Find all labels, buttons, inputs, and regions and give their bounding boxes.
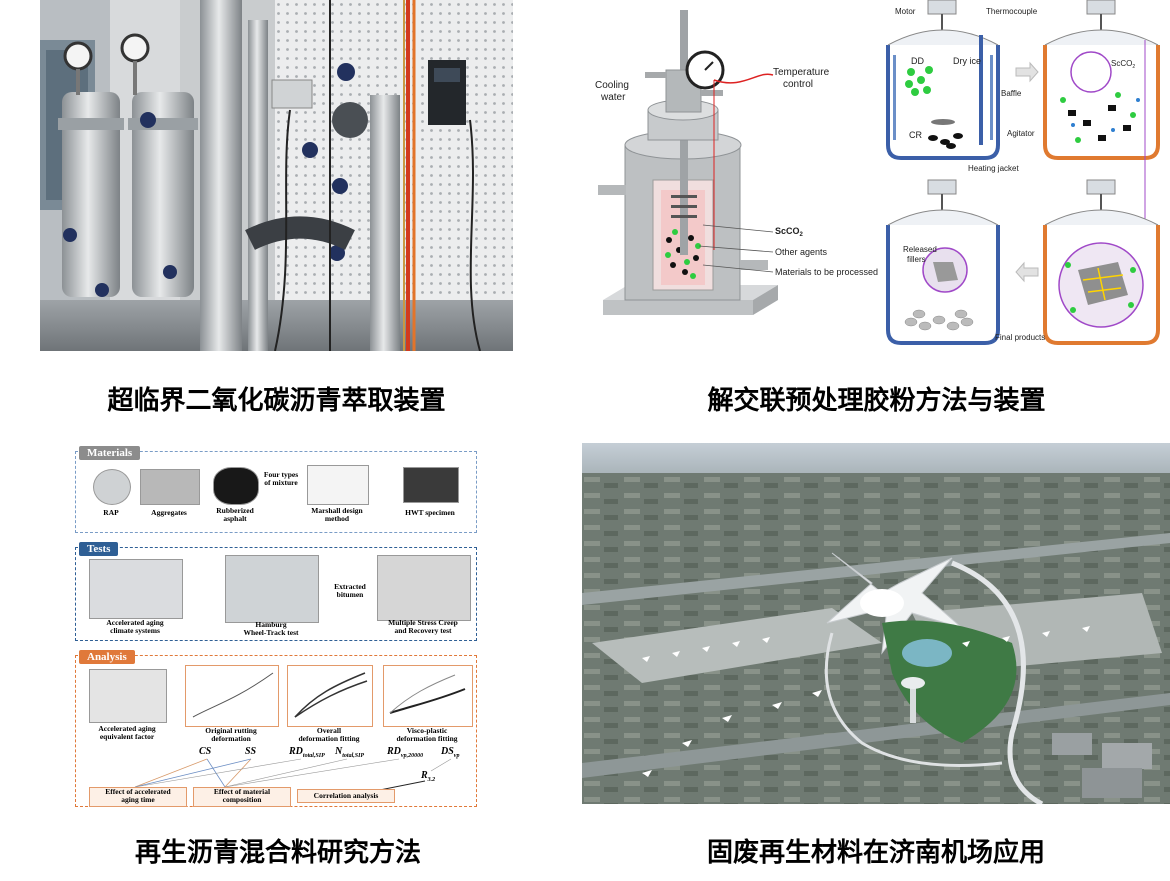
rubberized-asphalt-image [213, 467, 259, 505]
aging-chamber-image [89, 559, 183, 619]
dd-label: DD [911, 56, 924, 66]
baffle-label: Baffle [1001, 89, 1022, 98]
hwt-label: HWT specimen [405, 508, 455, 517]
heating-jacket-label: Heating jacket [968, 164, 1019, 173]
cr-label: CR [909, 130, 922, 140]
aggregates-image [140, 469, 200, 505]
rd-total-symbol: RDtotal,SIP [289, 746, 325, 759]
odf-label-1: Overall [316, 726, 342, 735]
motor-label: Motor [895, 7, 916, 16]
ord-label-2: deformation [211, 734, 251, 743]
hamburg-label-2: Wheel-Track test [243, 628, 299, 637]
msc-label-2: and Recovery test [394, 626, 452, 635]
marshall-image [307, 465, 369, 505]
rubberized-label-1: Rubberized [216, 506, 254, 515]
released-label: Released [903, 245, 937, 254]
hamburg-label-1: Hamburg [255, 620, 287, 629]
analysis-curves [192, 672, 466, 718]
materials-label: Materials to be processed [775, 267, 878, 277]
reactor-schematic: Cooling water Temperature control ScCO2 … [583, 0, 883, 351]
airport-rendering [582, 443, 1170, 804]
aef-label-2: equivalent factor [99, 732, 155, 741]
msc-label-1: Multiple Stress Creep [388, 618, 458, 627]
tests-section [75, 547, 477, 641]
marshall-label-1: Marshall design [311, 506, 363, 515]
hamburg-image [225, 555, 319, 623]
aging-label-1: Accelerated aging [106, 618, 164, 627]
scco2-label: ScCO2 [775, 226, 804, 238]
research-method-flowchart: Materials RAP Aggregates Rubberized asph… [75, 443, 481, 810]
scco2-process-label: ScCO2 [1111, 59, 1135, 70]
fillers-label: fillers [907, 255, 926, 264]
rubberized-label-2: asphalt [223, 514, 247, 523]
dry-ice-label: Dry ice [953, 56, 981, 66]
decrosslinking-process-diagram: Motor Thermocouple DD Dry ice Baffle CR … [883, 0, 1170, 351]
ds-vp-symbol: DSvp [441, 746, 460, 759]
ord-plot [185, 665, 279, 727]
extracted-label-2: bitumen [336, 590, 364, 599]
analysis-connectors [134, 758, 452, 792]
thermocouple-label: Thermocouple [986, 7, 1038, 16]
temperature-label: Temperature [773, 67, 830, 78]
rap-image [93, 469, 131, 505]
hwt-image [403, 467, 459, 503]
final-products-label: Final products [995, 333, 1045, 342]
caption-research-method: 再生沥青混合料研究方法 [134, 838, 421, 868]
cs-symbol: CS [199, 746, 212, 757]
other-agents-label: Other agents [775, 247, 828, 257]
ss-symbol: SS [245, 746, 257, 757]
vpd-plot [383, 665, 473, 727]
msc-image [377, 555, 471, 621]
n-total-symbol: Ntotal,SIP [335, 746, 365, 759]
ord-label-1: Original rutting [205, 726, 257, 735]
control-label: control [783, 79, 813, 90]
aggregates-label: Aggregates [151, 508, 187, 517]
agitator-label: Agitator [1007, 129, 1035, 138]
r32-symbol: R3.2 [421, 770, 436, 783]
caption-decrosslinking: 解交联预处理胶粉方法与装置 [707, 386, 1046, 416]
extraction-apparatus-photo [40, 0, 513, 351]
materials-tag: Materials [79, 446, 141, 460]
analysis-tag: Analysis [79, 650, 135, 664]
tests-tag: Tests [79, 542, 119, 556]
aging-label-2: climate systems [110, 626, 160, 635]
correlation-analysis-box: Correlation analysis [297, 789, 395, 803]
aef-label-1: Accelerated aging [98, 724, 156, 733]
caption-airport-application: 固废再生材料在济南机场应用 [706, 838, 1045, 868]
rap-label: RAP [103, 508, 119, 517]
odf-label-2: deformation fitting [298, 734, 360, 743]
rd-vp-symbol: RDvp,20000 [387, 746, 424, 759]
vpd-label-1: Visco-plastic [406, 726, 448, 735]
four-types-label-1: Four types [263, 470, 299, 479]
aef-image [89, 669, 167, 723]
caption-extraction-apparatus: 超临界二氧化碳沥青萃取装置 [107, 386, 446, 416]
marshall-label-2: method [324, 514, 350, 523]
water-label: water [600, 92, 626, 103]
cooling-label: Cooling [595, 80, 629, 91]
vpd-label-2: deformation fitting [396, 734, 458, 743]
extracted-label-1: Extracted [334, 582, 366, 591]
materials-section [75, 451, 477, 533]
four-types-label-2: of mixture [264, 478, 298, 487]
